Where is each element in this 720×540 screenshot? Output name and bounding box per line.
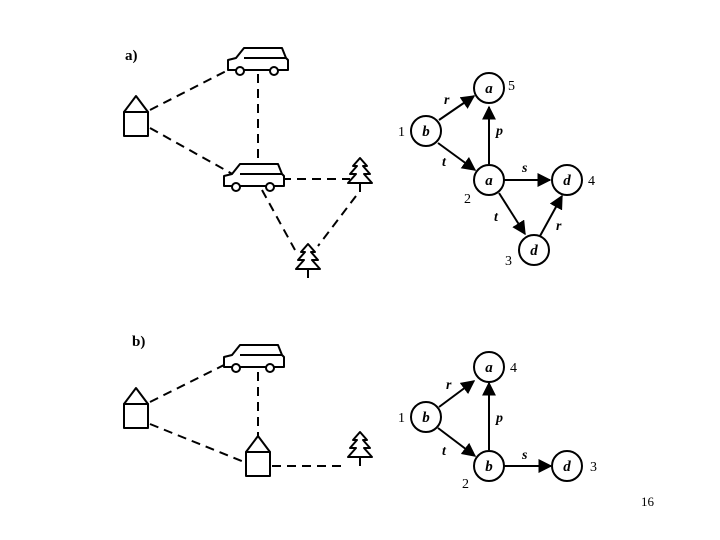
svg-text:1: 1 [398, 411, 405, 426]
car-icon [227, 47, 289, 76]
house-icon [245, 435, 271, 477]
graph-node: b 2 [462, 450, 505, 492]
house-icon [123, 95, 149, 137]
svg-text:b: b [485, 459, 493, 475]
edge-label: t [442, 444, 447, 459]
graph-b: r t p s a 4 b 1 b 2 d 3 [398, 351, 597, 492]
graph-node: b 1 [398, 115, 442, 147]
graph-node: b 1 [398, 401, 442, 433]
svg-text:a: a [485, 81, 493, 97]
svg-text:4: 4 [588, 174, 595, 189]
svg-text:4: 4 [510, 361, 517, 376]
tree-icon [347, 157, 373, 193]
map-b-routes [149, 362, 345, 467]
panel-a-label: a) [125, 48, 138, 64]
svg-text:a: a [485, 360, 493, 376]
map-a-routes [149, 67, 357, 251]
edge-label: r [556, 219, 562, 234]
graph-node: d 4 [551, 164, 595, 196]
graph-a: r t p s t r a 5 b 1 a 2 d 4 d 3 [398, 72, 595, 269]
edge-label: t [494, 210, 499, 225]
edge-label: r [444, 93, 450, 108]
car-icon [223, 163, 285, 192]
graph-node: a 4 [473, 351, 517, 383]
car-icon [223, 344, 285, 373]
panel-b-label: b) [132, 334, 145, 350]
svg-text:a: a [485, 173, 493, 189]
graph-node: a 5 [473, 72, 515, 104]
edge-label: p [495, 411, 503, 426]
graph-node: d 3 [505, 234, 550, 269]
house-icon [123, 387, 149, 429]
svg-text:b: b [422, 124, 430, 140]
edge-label: t [442, 155, 447, 170]
svg-text:2: 2 [464, 192, 471, 207]
svg-text:1: 1 [398, 125, 405, 140]
edge-label: r [446, 378, 452, 393]
svg-text:b: b [422, 410, 430, 426]
edge-label: s [521, 448, 528, 463]
graph-node: a 2 [464, 164, 505, 207]
svg-text:3: 3 [505, 254, 512, 269]
tree-icon [347, 431, 373, 467]
tree-icon [295, 243, 321, 279]
svg-text:3: 3 [590, 460, 597, 475]
edge-label: s [521, 161, 528, 176]
svg-text:d: d [530, 243, 538, 259]
page-number: 16 [641, 494, 654, 509]
graph-node: d 3 [551, 450, 597, 482]
edge-label: p [495, 124, 503, 139]
svg-text:5: 5 [508, 79, 515, 94]
svg-text:2: 2 [462, 477, 469, 492]
svg-text:d: d [563, 173, 571, 189]
svg-text:d: d [563, 459, 571, 475]
